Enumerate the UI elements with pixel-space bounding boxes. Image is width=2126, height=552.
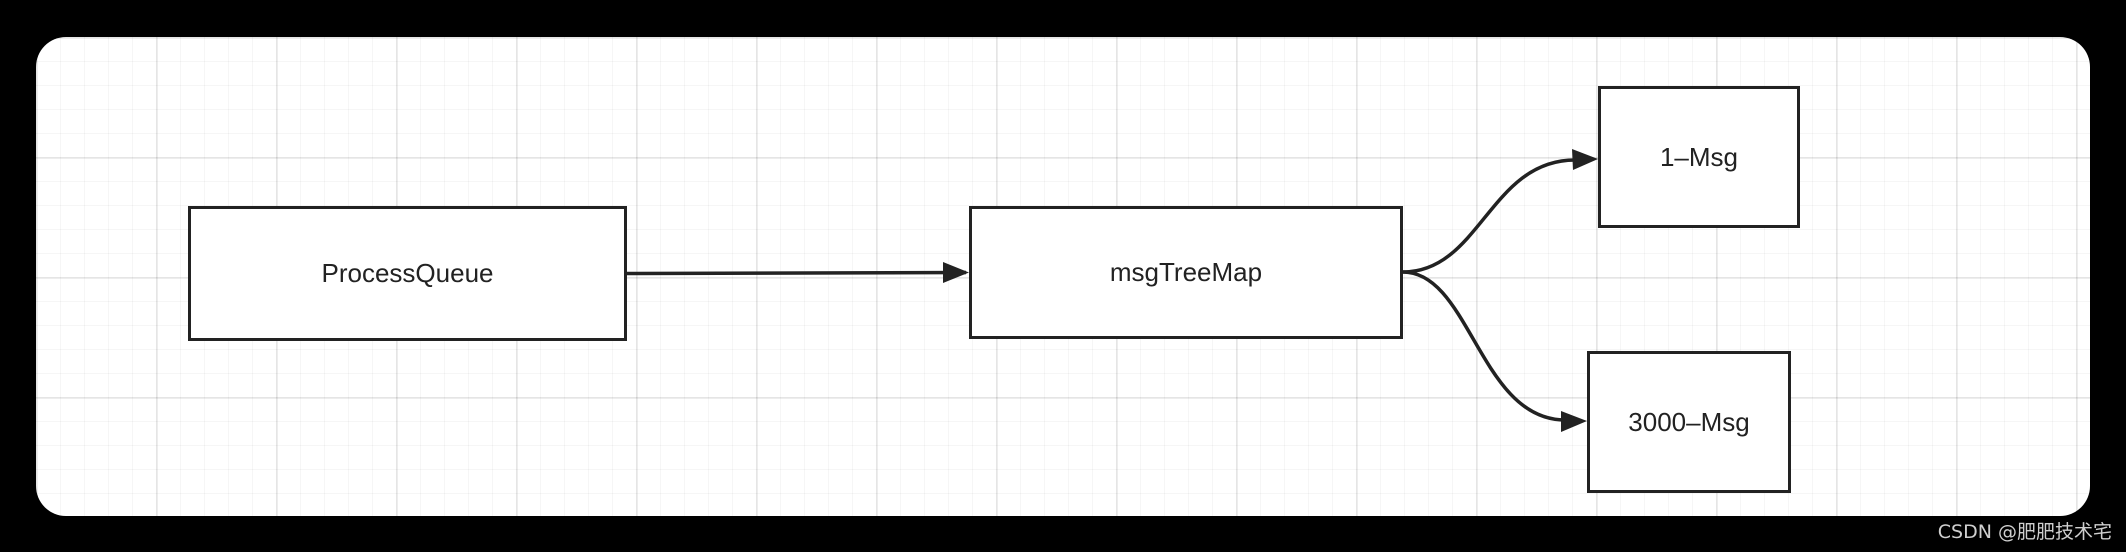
node-processqueue[interactable]: ProcessQueue xyxy=(188,206,627,341)
node-processqueue-label: ProcessQueue xyxy=(321,258,494,288)
node-3000-msg-label: 3000–Msg xyxy=(1628,406,1750,437)
csdn-watermark: CSDN @肥肥技术宅 xyxy=(1937,521,2112,543)
node-3000-msg[interactable]: 3000–Msg xyxy=(1587,351,1791,493)
node-1-msg[interactable]: 1–Msg xyxy=(1598,86,1800,228)
node-msgtreemap[interactable]: msgTreeMap xyxy=(969,206,1403,339)
node-msgtreemap-label: msgTreeMap xyxy=(1109,257,1263,287)
node-1-msg-label: 1–Msg xyxy=(1659,141,1739,172)
